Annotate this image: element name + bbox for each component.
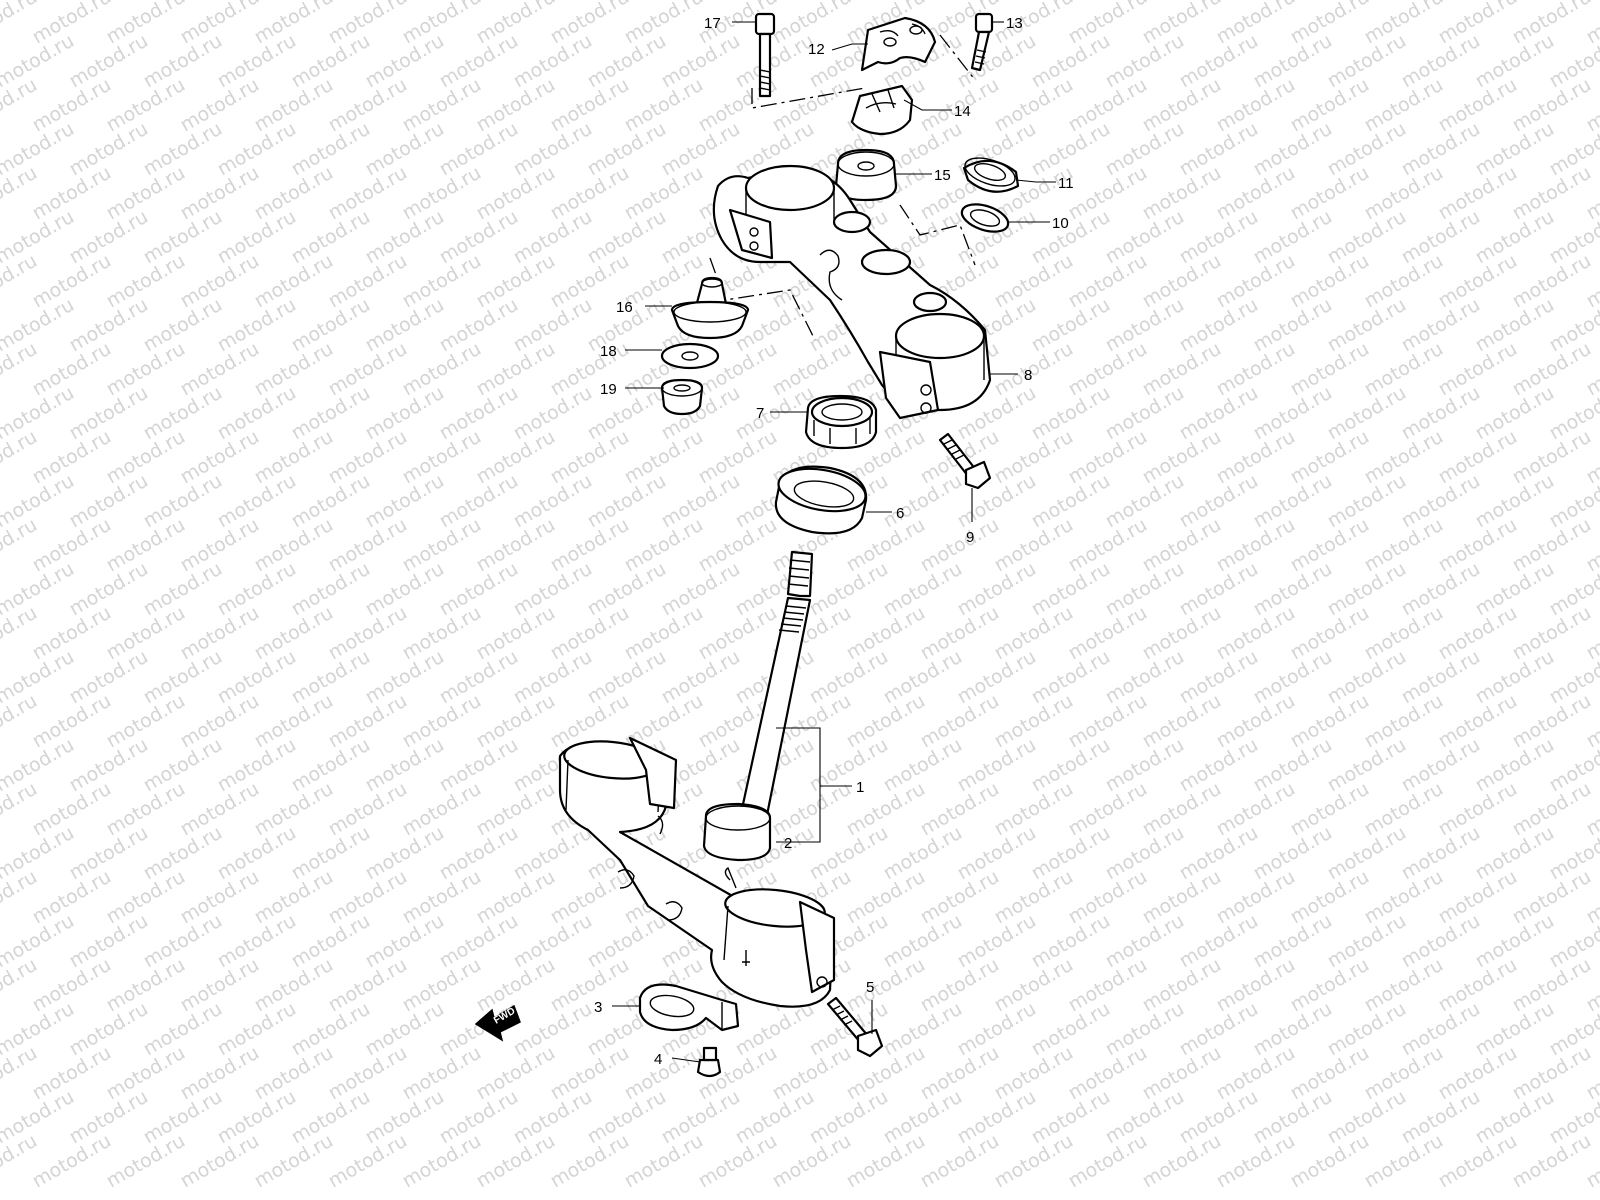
callout-17: 17 [704,15,721,32]
callout-10: 10 [1052,215,1069,232]
part-3-hose-clamp [638,983,740,1032]
callout-14: 14 [954,103,971,120]
callout-8: 8 [1024,367,1032,384]
callout-13: 13 [1006,15,1023,32]
callout-9: 9 [966,529,974,546]
callout-2: 2 [784,835,792,852]
part-5-bolt [826,996,884,1058]
leader-lines [612,21,1056,1063]
part-6-bearing [774,465,868,535]
part-10-washer [960,203,1010,233]
part-18-washer [660,342,720,370]
callout-16: 16 [616,299,633,316]
callout-1: 1 [856,779,864,796]
part-9-bolt [938,432,992,490]
part-1-steering-stem [558,550,836,1008]
part-16-damper [670,276,750,340]
callout-15: 15 [934,167,951,184]
callout-5: 5 [866,979,874,996]
part-14-handlebar-holder-lower [850,84,914,136]
callout-12: 12 [808,41,825,58]
callout-labels: 17 12 13 14 15 11 10 16 18 19 8 7 9 6 1 … [594,15,1074,1068]
callout-4: 4 [654,1051,662,1068]
part-17-bolt [754,12,776,98]
part-19-nut [660,378,704,416]
callout-3: 3 [594,999,602,1016]
callout-18: 18 [600,343,617,360]
part-4-screw [696,1046,722,1078]
callout-7: 7 [756,405,764,422]
callout-19: 19 [600,381,617,398]
part-12-handlebar-holder [860,16,937,72]
callout-11: 11 [1058,175,1074,192]
callout-6: 6 [896,505,904,522]
part-11-seal-ring [962,157,1020,193]
part-13-bolt [970,12,994,72]
part-8-upper-bracket [712,164,992,420]
part-7-stem-nut [804,394,878,450]
